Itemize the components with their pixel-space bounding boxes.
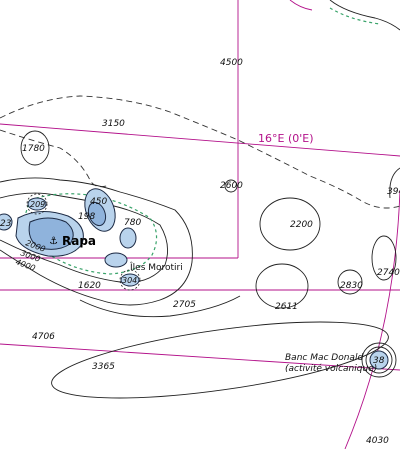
rapa-island [28, 217, 74, 250]
sounding-3365: 3365 [92, 362, 115, 372]
sounding-2740: 2740 [377, 268, 400, 278]
banc-ring-1 [361, 342, 397, 378]
sounding-4030: 4030 [366, 436, 389, 446]
contour-2600 [224, 179, 238, 193]
shoal-209 [27, 197, 47, 211]
top-limit-arc [289, 0, 313, 11]
sounding-209: 209 [30, 200, 45, 209]
sounding-394: 394 [387, 187, 400, 197]
shoal-304 [120, 273, 140, 287]
reef-limit-rapa [21, 193, 158, 275]
reef-limits [21, 193, 158, 275]
contour-south [79, 295, 241, 318]
sounding-4500: 4500 [220, 58, 243, 68]
sounding-198: 198 [78, 212, 95, 222]
curved-limit-line [344, 189, 400, 449]
contour-inner [0, 192, 169, 283]
lower-limit-line [0, 343, 400, 371]
seamounts [20, 130, 400, 399]
contour-3365 [51, 321, 389, 399]
banc-shoal [369, 350, 389, 370]
sounding-2830: 2830 [340, 281, 363, 291]
reef-ring-209 [26, 193, 48, 215]
contour-2830 [337, 269, 363, 295]
shoal-198 [87, 201, 107, 227]
contour-top-right [329, 0, 400, 31]
contour-2200 [259, 197, 321, 251]
contour-1780 [20, 130, 50, 166]
sounding-2600: 2600 [220, 181, 243, 191]
shoals [0, 188, 140, 287]
contour-394 [389, 167, 400, 199]
shoal-780 [119, 227, 137, 249]
sounding-2200: 2200 [290, 220, 313, 230]
contour-2611 [255, 263, 309, 309]
sounding-38: 38 [373, 356, 385, 366]
contour-2740 [371, 235, 397, 281]
reef-ring-304 [119, 269, 141, 291]
top-boundary [329, 0, 400, 31]
sounding-3150: 3150 [102, 119, 125, 129]
meridian-line [0, 123, 400, 157]
sounding-2611: 2611 [275, 302, 298, 312]
sounding-2705: 2705 [173, 300, 196, 310]
sounding-1620: 1620 [78, 281, 101, 291]
sounding-780: 780 [124, 218, 141, 228]
rapa-contours [0, 177, 241, 318]
dashed-contour [0, 95, 400, 209]
contour-outer [0, 177, 193, 306]
banc-note: (activité volcanique) [285, 363, 377, 374]
anchor-icon: ⚓ [49, 236, 58, 247]
banc-ring-2 [365, 346, 393, 374]
sounding-23: 23 [0, 219, 12, 229]
shoal-morotiri [104, 252, 128, 268]
shoal-23 [0, 213, 13, 231]
sounding-1780: 1780 [22, 144, 45, 154]
sounding-450: 450 [90, 197, 107, 207]
rapa-label: Rapa [62, 234, 96, 248]
dashed-contour-left [0, 129, 111, 188]
sounding-4706: 4706 [32, 332, 55, 342]
banc-mac-donald [361, 342, 397, 378]
green-limit-top [329, 7, 381, 25]
morotiri-label: Îles Morotiri [129, 261, 183, 273]
meridian-label: 16°E (0'E) [258, 132, 314, 145]
sounding-304: 304 [122, 276, 137, 285]
banc-label: Banc Mac Donald [285, 353, 363, 363]
